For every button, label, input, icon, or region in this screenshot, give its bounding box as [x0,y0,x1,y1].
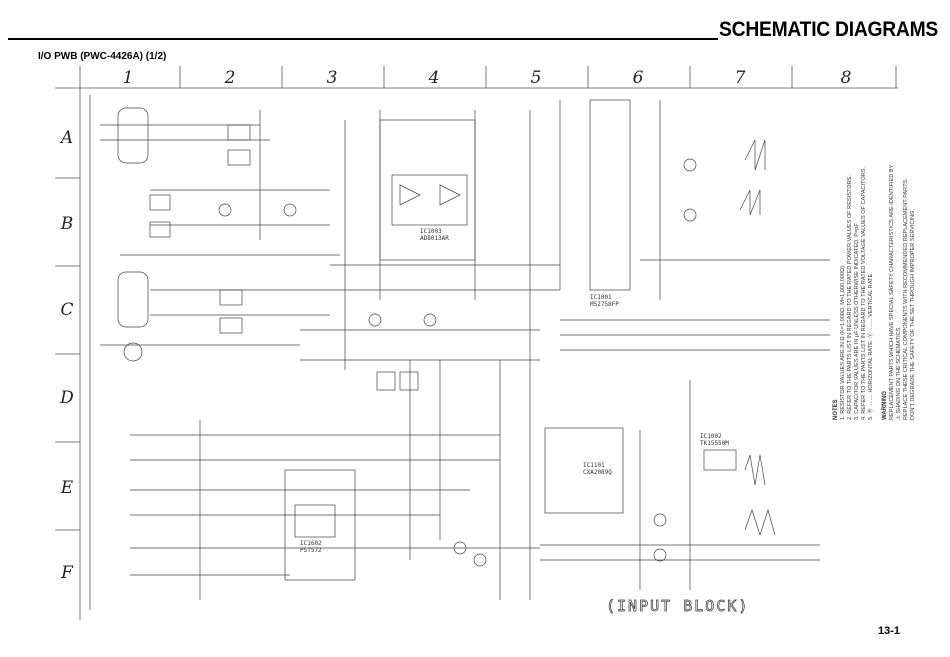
column-label: 5 [530,68,542,88]
column-label: 6 [632,68,644,88]
column-label: 7 [734,68,746,88]
column-label: 1 [122,68,134,88]
note-item: 3. CAPACITOR VALUES ARE IN µF UNLESS OTH… [854,223,860,420]
note-item: 5. Ⓗ ........ HORIZONTAL RATE. Ⓥ .......… [868,272,874,420]
note-item: 2. REFER TO THE PARTS LIST IN REGARD TO … [847,175,853,420]
page-title: SCHEMATIC DIAGRAMS [718,18,938,41]
column-label: 8 [840,68,852,88]
title-rule [8,38,718,40]
row-label: C [60,300,74,320]
column-label: 3 [326,68,338,88]
column-label: 4 [428,68,440,88]
diagram-subtitle: I/O PWB (PWC-4426A) (1/2) [38,51,167,62]
note-item: 4. REFER TO THE PARTS LIST IN REGARD TO … [861,166,867,420]
block-label: (INPUT BLOCK) [606,597,750,616]
row-label: F [61,563,73,583]
page-number: 13-1 [878,625,901,637]
warning-item: REPLACE THESE CRITICAL COMPONENTS WITH R… [903,178,909,420]
notes-block: NOTES 1. RESISTOR VALUES ARE IN Ω (K=1,0… [833,90,917,420]
grid-frame [55,66,898,620]
warning-item: REPLACEMENT PARTS WHICH HAVE SPECIAL SAF… [889,164,895,420]
row-label: E [60,478,74,498]
column-label: 2 [224,68,236,88]
warning-item: ⚠ SHADING ON THE SCHEMATICS. [896,325,902,420]
warning-heading: WARNING [882,391,888,420]
notes-heading: NOTES [833,399,839,420]
wires [89,95,830,610]
row-label: A [60,128,74,148]
row-label: D [60,388,74,408]
row-label: B [60,214,74,234]
warning-item: DON'T DEGRADE THE SAFETY OF THE SET THRO… [910,208,916,420]
note-item: 1. RESISTOR VALUES ARE IN Ω (K=1,000Ω, M… [840,264,846,420]
